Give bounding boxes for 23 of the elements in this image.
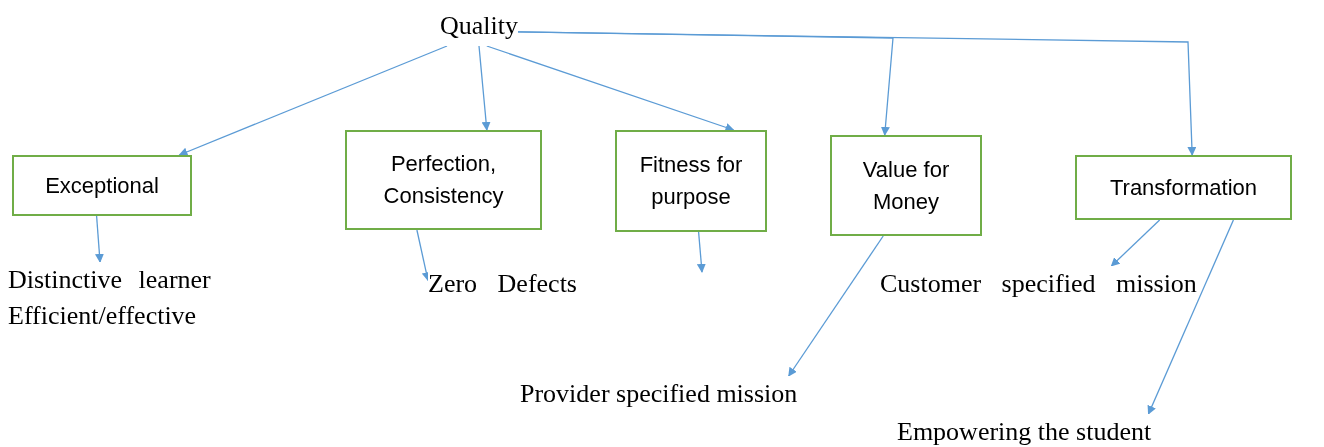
box-label: Transformation	[1109, 173, 1258, 202]
text-label: Efficient/effective	[8, 299, 197, 332]
box-label: Value for Money	[861, 155, 951, 216]
box-label: Exceptional	[45, 171, 159, 200]
process-box	[12, 155, 192, 216]
arrow	[94, 215, 104, 263]
box-label: Perfection, Consistency	[382, 150, 505, 210]
box-label: Fitness for purpose	[638, 151, 744, 211]
process-box	[830, 135, 982, 236]
arrow	[178, 45, 448, 157]
text-label: Distinctive learner	[8, 264, 211, 296]
text-label: Empowering the student	[897, 414, 1152, 447]
arrow	[788, 235, 884, 377]
text-label: Customer specified mission	[880, 266, 1197, 302]
arrow	[1147, 219, 1235, 415]
process-box	[1075, 155, 1292, 220]
arrow	[486, 45, 735, 132]
arrow	[517, 31, 1197, 156]
arrow	[478, 45, 491, 131]
arrow	[1110, 219, 1161, 267]
arrow	[696, 231, 706, 273]
process-box	[615, 130, 767, 232]
process-box	[345, 130, 542, 230]
